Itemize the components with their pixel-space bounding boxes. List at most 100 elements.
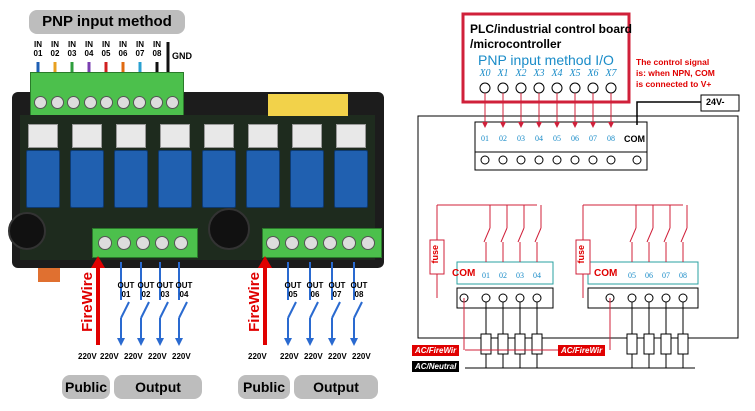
strip-screw-6 [588, 155, 598, 165]
output-arrow-6 [306, 338, 314, 346]
output-switch-5 [287, 301, 297, 319]
output-arrow-1 [117, 338, 125, 346]
output-label-2: Output [294, 375, 378, 399]
voltage-label: 220V [248, 352, 267, 361]
wiring-diagram [417, 12, 740, 369]
plc-title-line-1: PLC/industrial control board [470, 22, 633, 36]
group1-label-4: 04 [533, 271, 541, 280]
output-label-3: OUT 03 [156, 281, 174, 299]
output-label-1: OUT 01 [117, 281, 135, 299]
relay-8 [334, 150, 368, 208]
pnp-title: PNP input method [29, 10, 185, 34]
strip-screw-3 [534, 155, 544, 165]
contact-0-1 [500, 227, 508, 243]
input-screw [100, 96, 113, 109]
input-screw [50, 96, 64, 109]
strip-screw-1 [498, 155, 508, 165]
output-screw [323, 236, 337, 250]
input-label-3: IN 03 [67, 40, 77, 58]
group2-label-2: 06 [645, 271, 653, 280]
firewire-label-1: FireWire [79, 272, 96, 332]
contact-0-3 [534, 227, 542, 243]
terminal-label-6: 06 [571, 134, 579, 143]
input-label-1: IN 01 [33, 40, 43, 58]
plc-terminal-5 [569, 82, 581, 94]
plc-terminal-1 [497, 82, 509, 94]
voltage-label: 220V [172, 352, 191, 361]
plc-terminal-2 [515, 82, 527, 94]
group2-label-4: 08 [679, 271, 687, 280]
input-label-5: IN 05 [101, 40, 111, 58]
terminal-label-8: 08 [607, 134, 615, 143]
input-label-8: IN 08 [152, 40, 162, 58]
output-label-8: OUT 08 [350, 281, 368, 299]
public-label-2: Public [238, 375, 290, 399]
contact-1-2 [663, 227, 671, 243]
firewire-label-2: FireWire [246, 272, 263, 332]
output-screw [342, 236, 356, 250]
relay-cap-5 [204, 124, 234, 148]
relay-cap-2 [72, 124, 102, 148]
strip-screw-5 [570, 155, 580, 165]
load-0-0 [480, 333, 492, 355]
output-screw [98, 236, 112, 250]
group1-label-1: 01 [482, 271, 490, 280]
output-arrow-2 [137, 338, 145, 346]
output-switch-2 [140, 301, 150, 319]
output-switch-6 [309, 301, 319, 319]
output-screw [155, 236, 169, 250]
output-arrow-5 [284, 338, 292, 346]
firewire-arrows [91, 256, 363, 346]
load-1-0 [626, 333, 638, 355]
x-label-5: X5 [569, 68, 581, 79]
contact-1-1 [646, 227, 654, 243]
com-label-2: COM [594, 268, 618, 279]
relay-7 [290, 150, 324, 208]
fuse-holder-2 [208, 208, 250, 250]
relay-4 [158, 150, 192, 208]
output-screw [285, 236, 299, 250]
output-switch-7 [331, 301, 341, 319]
relay-3 [114, 150, 148, 208]
plc-terminal-7 [605, 82, 617, 94]
input-screw [34, 96, 47, 109]
output-screw [266, 236, 280, 250]
control-signal-note: The control signal is: when NPN, COM is … [636, 57, 715, 89]
relay-5 [202, 150, 236, 208]
terminal-label-1: 01 [481, 134, 489, 143]
input-screw [116, 96, 130, 109]
terminal-label-3: 03 [517, 134, 525, 143]
strip-screw-2 [516, 155, 526, 165]
input-label-2: IN 02 [50, 40, 60, 58]
output-switch-4 [178, 301, 188, 319]
strip-screw-4 [552, 155, 562, 165]
fuse-label-1: fuse [430, 245, 440, 264]
output-arrow-8 [350, 338, 358, 346]
relay-cap-7 [292, 124, 322, 148]
group2-label-1: 05 [628, 271, 636, 280]
terminal-label-7: 07 [589, 134, 597, 143]
output-switch-1 [120, 301, 130, 319]
output-screw [304, 236, 318, 250]
relay-cap-1 [28, 124, 58, 148]
plc-terminal-0 [479, 82, 491, 94]
output-label-1: Output [114, 375, 202, 399]
terminal-label-5: 05 [553, 134, 561, 143]
contact-1-3 [680, 227, 688, 243]
contact-0-0 [483, 227, 491, 243]
x-label-6: X6 [587, 68, 599, 79]
x-label-2: X2 [515, 68, 527, 79]
x-label-7: X7 [605, 68, 617, 79]
load-0-3 [531, 333, 543, 355]
v24-label: 24V- [706, 97, 725, 107]
load-0-2 [514, 333, 526, 355]
pnp-io-method: PNP input method I/O [478, 52, 614, 68]
fuse-holder-1 [8, 212, 46, 250]
relay-6 [246, 150, 280, 208]
relay-cap-8 [336, 124, 366, 148]
terminal-label-2: 02 [499, 134, 507, 143]
ac-fire-label-1: AC/FireWir [412, 345, 460, 356]
x-label-4: X4 [551, 68, 563, 79]
relay-cap-4 [160, 124, 190, 148]
input-label-6: IN 06 [118, 40, 128, 58]
